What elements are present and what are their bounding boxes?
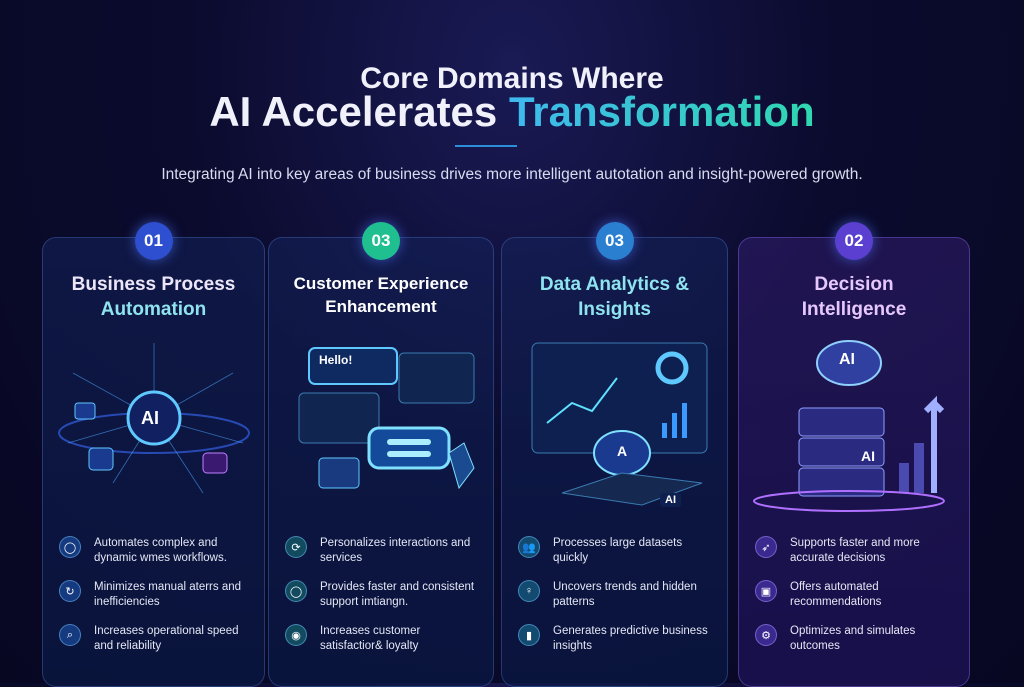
list-item: 👥 Processes large datasets quickly [518, 536, 719, 566]
item-text: Offers automated recommendations [790, 581, 882, 608]
item-text: Personalizes interactions and services [320, 537, 471, 564]
customer-chat-illustration: Hello! [279, 333, 483, 513]
card-title-line1: Decision [814, 274, 894, 295]
card-title-line2: Automation [100, 299, 207, 320]
title-accent: Transformation [508, 88, 815, 135]
box-icon: ▣ [755, 580, 777, 602]
network-graphic [58, 343, 250, 494]
item-text: Minimizes manual aterrs and inefficienci… [94, 581, 242, 608]
list-item: ⚙ Optimizes and simulates outcomes [755, 624, 961, 654]
list-item: ➶ Supports faster and more accurate decis… [755, 536, 961, 566]
card-title-line1: Data Analytics & [539, 274, 690, 295]
feature-list: ➶ Supports faster and more accurate decis… [755, 536, 961, 668]
item-text: Supports faster and more accurate decisi… [790, 537, 920, 564]
automation-network-illustration: AI [53, 333, 254, 513]
users-icon: 👥 [518, 536, 540, 558]
sync-icon: ⟳ [285, 536, 307, 558]
bar-chart-icon: ▮ [518, 624, 540, 646]
dashboard-graphic [531, 342, 708, 506]
card-title-line1: Customer Experience [293, 274, 469, 293]
decision-server-illustration: AI AI [749, 333, 959, 513]
title-plain: AI Accelerates [209, 88, 498, 135]
item-text: Automates complex and dynamic wmes workf… [94, 537, 227, 564]
list-item: ◉ Increases customer satisfactior& loyalt… [285, 624, 485, 654]
list-item: ▮ Generates predictive business insights [518, 624, 719, 654]
list-item: ⌕ Increases operational speed and reliabi… [59, 624, 256, 654]
title-line-1: Core Domains Where [360, 62, 664, 95]
ai-base-label: AI [660, 493, 681, 507]
card-data-analytics: 03 Data Analytics & Insights A AI 👥 Proces… [501, 222, 728, 687]
item-text: Provides faster and consistent support i… [320, 581, 475, 608]
feature-list: 👥 Processes large datasets quickly ♀ Uncov… [518, 536, 719, 668]
item-text: Increases operational speed and reliabil… [94, 625, 239, 652]
chat-graphic [298, 347, 475, 490]
title-divider [455, 145, 517, 147]
card-number-badge: 03 [362, 222, 400, 260]
list-item: ▣ Offers automated recommendations [755, 580, 961, 610]
lightbulb-icon: ♀ [518, 580, 540, 602]
card-title: Data Analytics & Insights [502, 272, 727, 322]
target-icon: ◉ [285, 624, 307, 646]
analytics-dashboard-illustration: A AI [512, 333, 717, 513]
item-text: Uncovers trends and hidden patterns [553, 581, 697, 608]
list-item: ◯ Provides faster and consistent support … [285, 580, 485, 610]
card-title-line2: Insights [578, 299, 651, 320]
shield-icon: ◯ [59, 536, 81, 558]
list-item: ↻ Minimizes manual aterrs and inefficienc… [59, 580, 256, 610]
subtitle: Integrating AI into key areas of busines… [161, 166, 863, 183]
brain-ai-label: A [617, 443, 628, 459]
card-number-badge: 01 [134, 222, 173, 260]
rocket-icon: ➶ [755, 536, 777, 558]
item-text: Increases customer satisfactior& loyalty [320, 625, 421, 652]
item-text: Generates predictive business insights [553, 625, 708, 652]
card-title-line1: Business Process [71, 274, 236, 295]
card-title-line2: Intelligence [801, 299, 907, 320]
card-number-badge: 02 [835, 222, 873, 260]
refresh-icon: ↻ [59, 580, 81, 602]
list-item: ⟳ Personalizes interactions and services [285, 536, 485, 566]
ai-server-label: AI [861, 448, 875, 464]
search-icon: ⌕ [59, 624, 81, 646]
ai-chip-label: AI [141, 408, 159, 428]
ai-cloud-label: AI [839, 351, 855, 368]
card-number-badge: 03 [595, 222, 634, 260]
title-line-2: AI Accelerates Transformation [0, 88, 1024, 136]
item-text: Processes large datasets quickly [553, 537, 683, 564]
card-title-line2: Enhancement [325, 297, 437, 316]
feature-list: ⟳Personalizes interactions and services … [285, 536, 485, 668]
list-item: ♀ Uncovers trends and hidden patterns [518, 580, 719, 610]
server-cloud-graphic [753, 340, 945, 512]
hello-bubble-text: Hello! [319, 353, 353, 367]
item-text: Optimizes and simulates outcomes [790, 625, 916, 652]
list-item: ◯ Automates complex and dynamic wmes work… [59, 536, 256, 566]
shield-icon: ◯ [285, 580, 307, 602]
feature-list: ◯ Automates complex and dynamic wmes work… [59, 536, 256, 668]
gear-icon: ⚙ [755, 624, 777, 646]
